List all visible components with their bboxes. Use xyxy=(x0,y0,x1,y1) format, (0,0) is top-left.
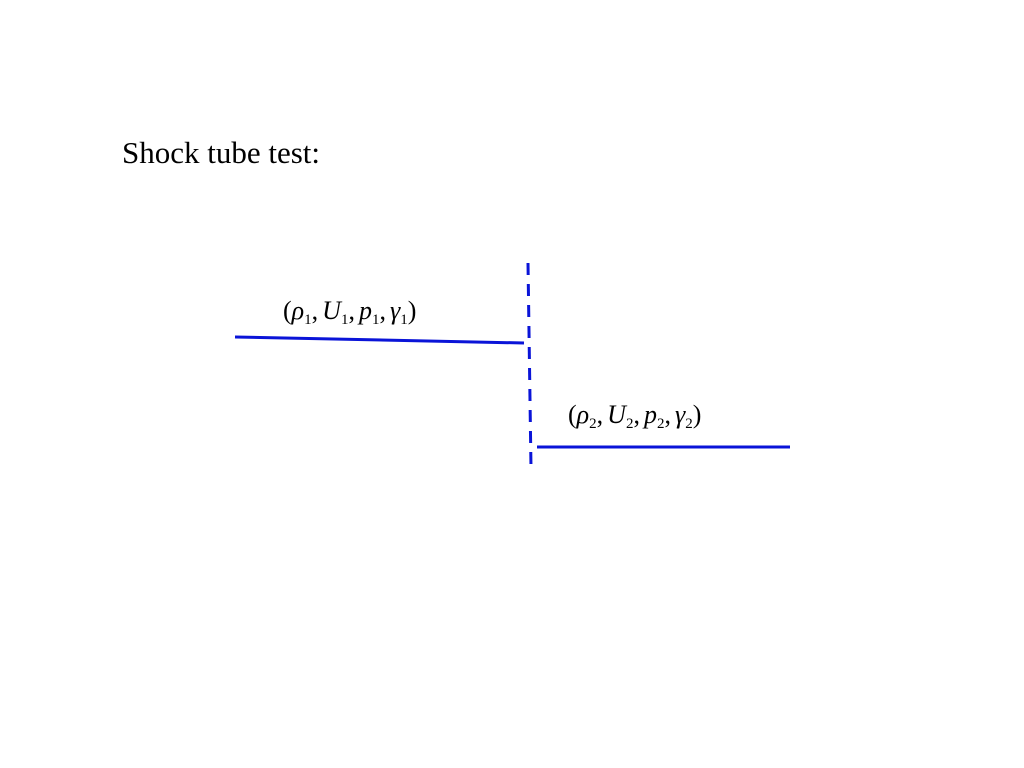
slide-title: Shock tube test: xyxy=(122,135,321,170)
comma: , xyxy=(596,400,604,429)
rho-symbol: ρ xyxy=(576,400,590,429)
pressure-symbol: p xyxy=(643,400,657,429)
open-paren: ( xyxy=(283,296,292,325)
gamma-subscript: 2 xyxy=(685,416,693,432)
rho-subscript: 1 xyxy=(304,312,312,328)
gamma-symbol: γ xyxy=(389,296,401,325)
velocity-subscript: 1 xyxy=(340,312,349,328)
gamma-subscript: 1 xyxy=(400,312,408,328)
left-state-line xyxy=(234,335,525,345)
rho-subscript: 2 xyxy=(589,416,597,432)
diaphragm-dashed-line xyxy=(526,262,533,469)
gamma-symbol: γ xyxy=(674,400,686,429)
open-paren: ( xyxy=(568,400,577,429)
velocity-symbol: U xyxy=(322,296,341,325)
comma: , xyxy=(311,296,319,325)
pressure-subscript: 2 xyxy=(656,416,665,432)
velocity-symbol: U xyxy=(607,400,626,429)
comma: , xyxy=(379,296,386,325)
left-state-label: (ρ1,U1,p1,γ1) xyxy=(283,296,417,328)
comma: , xyxy=(664,400,671,429)
close-paren: ) xyxy=(692,400,702,429)
close-paren: ) xyxy=(407,296,417,325)
comma: , xyxy=(348,296,355,325)
right-state-label: (ρ2,U2,p2,γ2) xyxy=(568,400,702,432)
pressure-symbol: p xyxy=(358,296,372,325)
comma: , xyxy=(633,400,640,429)
pressure-subscript: 1 xyxy=(371,312,380,328)
velocity-subscript: 2 xyxy=(625,416,634,432)
rho-symbol: ρ xyxy=(291,296,305,325)
